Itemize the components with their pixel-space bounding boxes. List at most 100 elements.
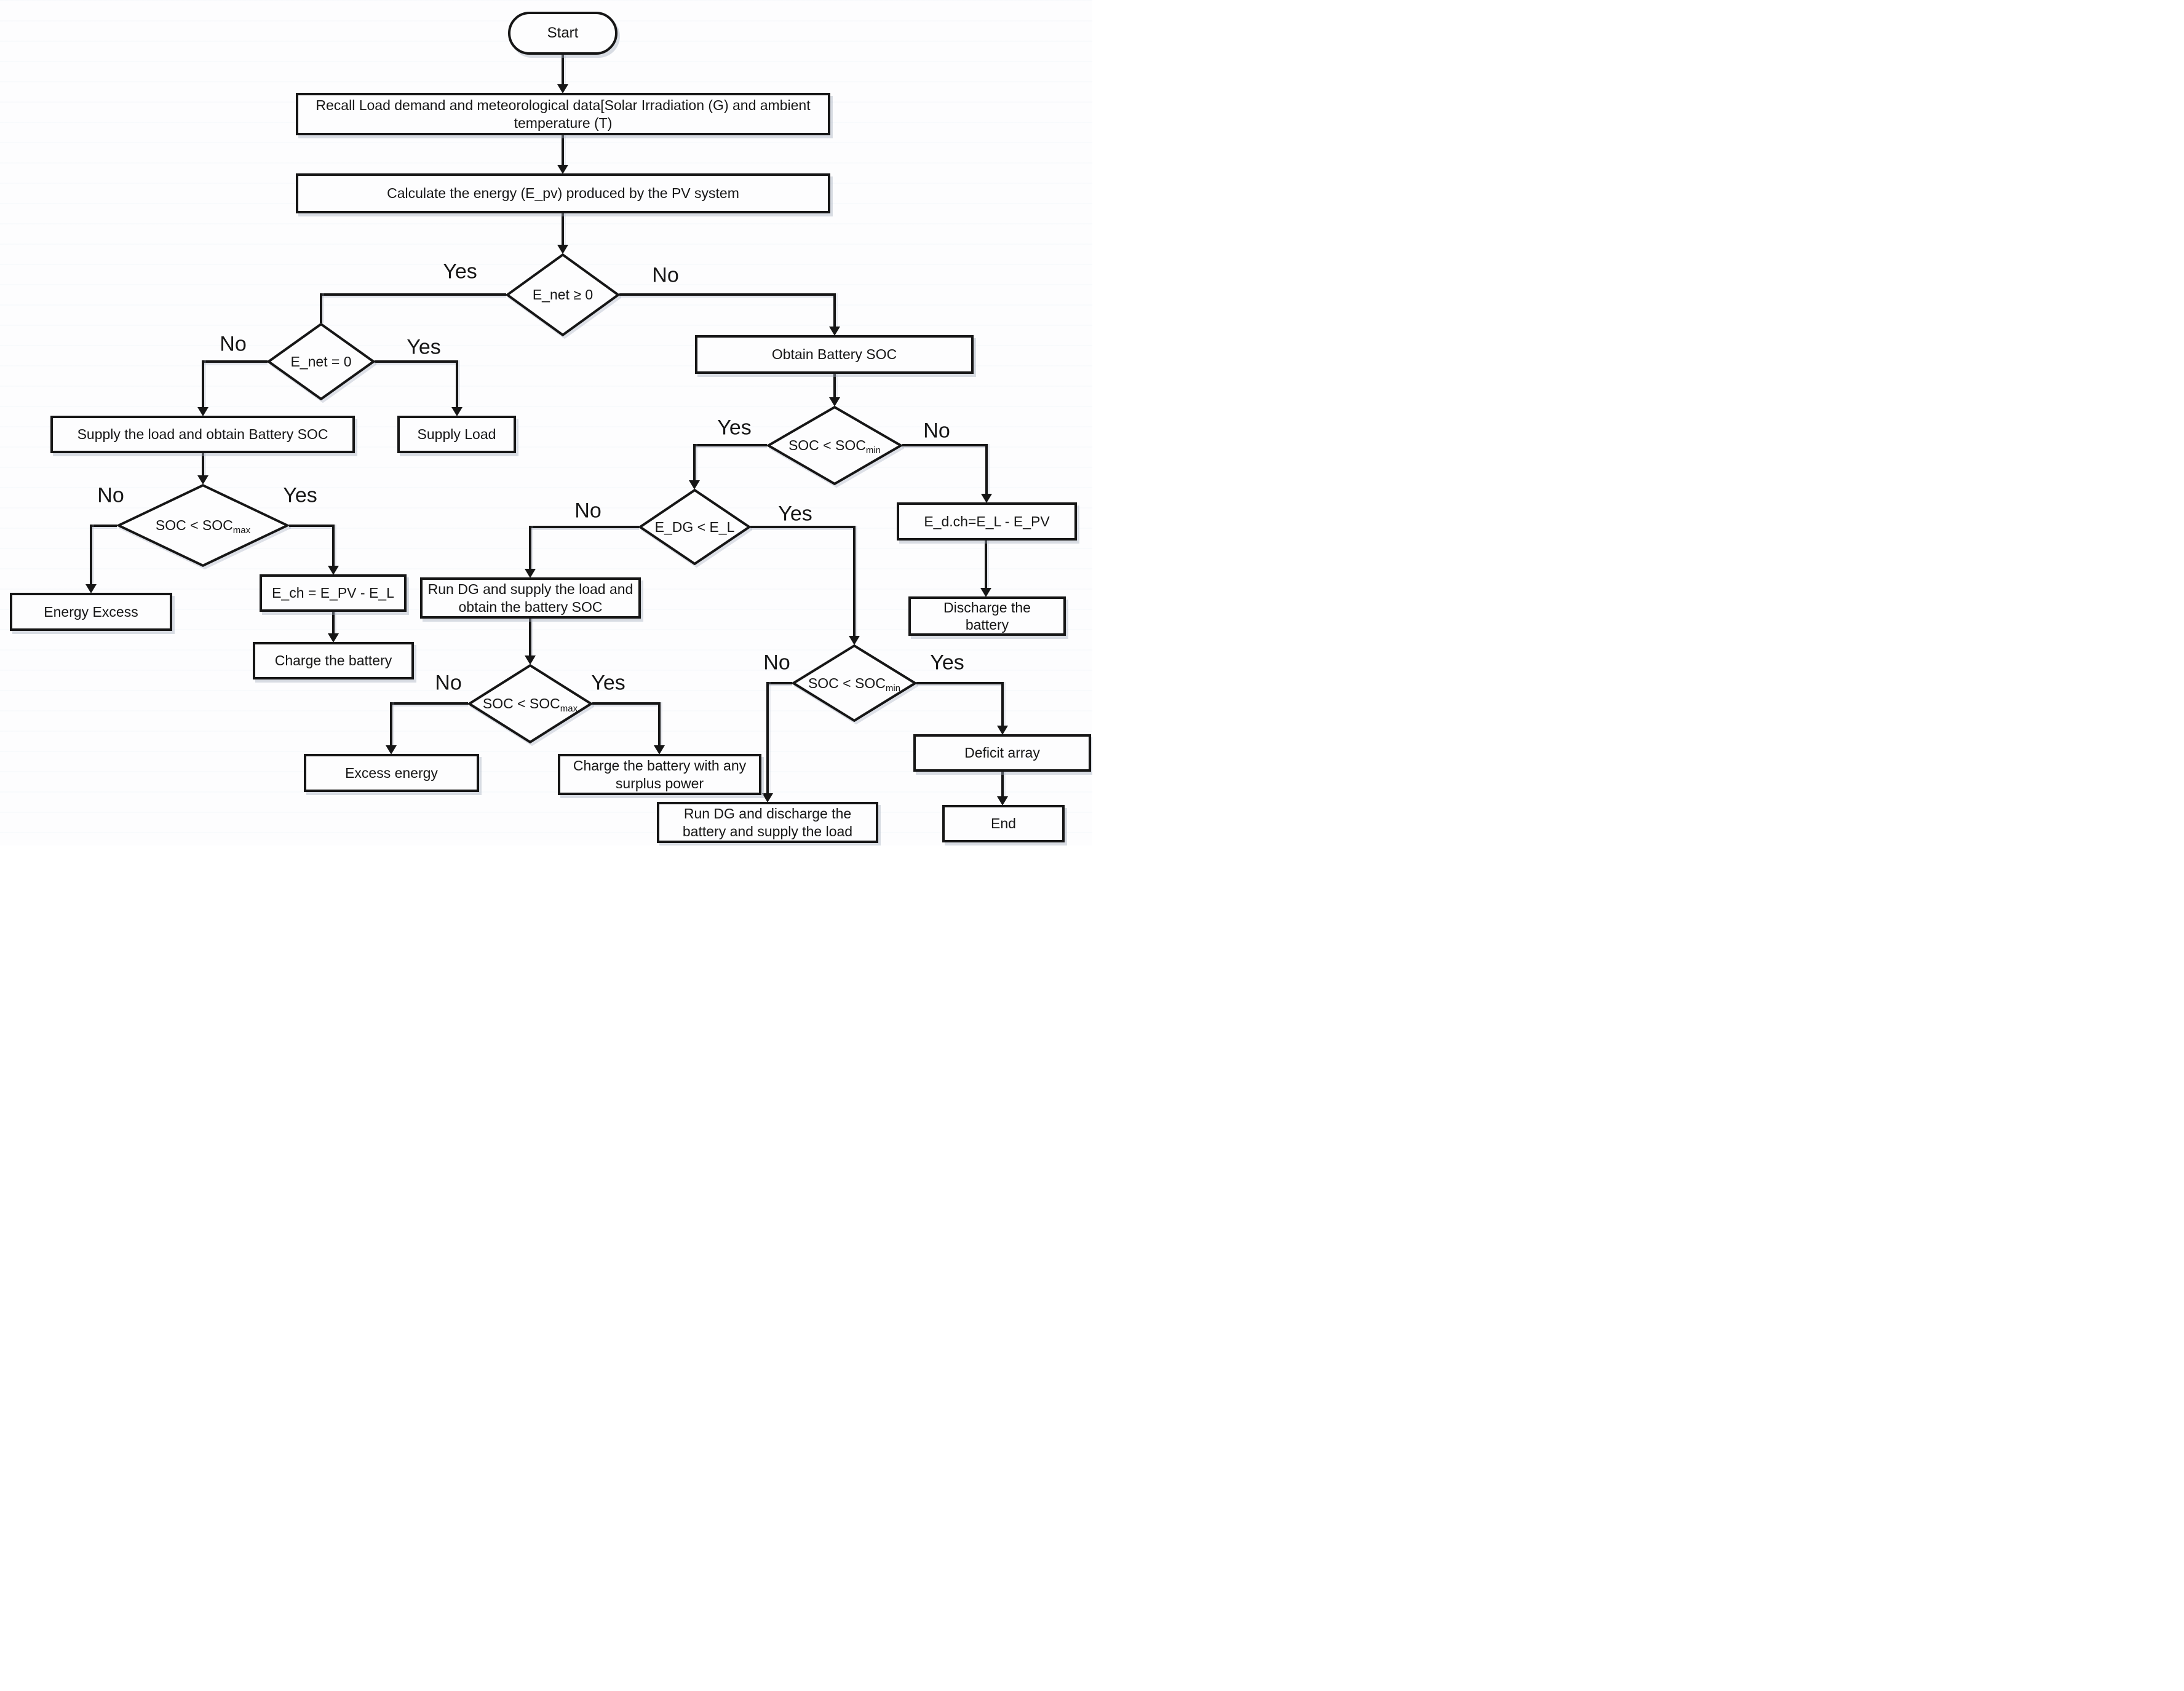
node-label: Charge the battery with any surplus powe… bbox=[573, 758, 747, 791]
process-discharge-battery: Discharge the battery bbox=[908, 596, 1066, 636]
arrowhead-icon bbox=[525, 569, 536, 578]
connector-line bbox=[619, 293, 835, 296]
connector-line bbox=[289, 525, 333, 527]
connector-line bbox=[321, 293, 506, 296]
arrowhead-icon bbox=[980, 588, 991, 597]
terminator-start: Start bbox=[508, 12, 617, 55]
decision-label: SOC < SOCmin bbox=[788, 437, 881, 456]
connector-line bbox=[916, 682, 1003, 684]
connector-line bbox=[90, 525, 92, 584]
arrowhead-icon bbox=[997, 726, 1008, 735]
diamond-shape bbox=[767, 406, 902, 485]
arrowhead-icon bbox=[328, 566, 339, 575]
connector-line bbox=[91, 525, 117, 527]
arrowhead-icon bbox=[197, 407, 208, 416]
node-label: Energy Excess bbox=[44, 603, 138, 620]
connector-line bbox=[693, 444, 696, 480]
process-recall-data: Recall Load demand and meteorological da… bbox=[296, 93, 830, 135]
process-e-dch: E_d.ch=E_L - E_PV bbox=[897, 502, 1077, 541]
decision-label-base: SOC < SOC bbox=[788, 437, 866, 453]
node-label: E_d.ch=E_L - E_PV bbox=[924, 513, 1050, 529]
terminator-end: End bbox=[942, 805, 1065, 842]
decision-label: SOC < SOCmax bbox=[156, 517, 251, 536]
arrowhead-icon bbox=[762, 793, 773, 802]
connector-line bbox=[202, 360, 204, 407]
decision-label: SOC < SOCmax bbox=[483, 695, 578, 714]
connector-line bbox=[1001, 772, 1004, 796]
process-obtain-battery-soc: Obtain Battery SOC bbox=[695, 335, 974, 374]
connector-line bbox=[766, 682, 769, 793]
connector-line bbox=[562, 54, 564, 84]
diamond-shape bbox=[117, 484, 289, 567]
connector-line bbox=[390, 702, 392, 745]
decision-enet-ge0: E_net ≥ 0 bbox=[506, 253, 619, 336]
arrowhead-icon bbox=[557, 165, 568, 174]
arrowhead-icon bbox=[85, 584, 97, 593]
connector-line bbox=[529, 619, 531, 655]
label-socmax1-no: No bbox=[97, 483, 124, 507]
decision-soc-lt-socmin-1: SOC < SOCmin bbox=[767, 406, 902, 485]
connector-line bbox=[833, 374, 836, 397]
connector-line bbox=[985, 444, 988, 494]
node-label: Discharge the battery bbox=[943, 599, 1031, 633]
label-enet-eq0-no: No bbox=[220, 332, 247, 356]
arrowhead-icon bbox=[654, 745, 665, 754]
node-label: E_ch = E_PV - E_L bbox=[272, 585, 394, 601]
connector-line bbox=[902, 444, 987, 446]
connector-line bbox=[985, 541, 987, 588]
process-supply-load: Supply Load bbox=[397, 416, 516, 453]
arrowhead-icon bbox=[829, 397, 840, 406]
node-label: Supply the load and obtain Battery SOC bbox=[77, 426, 328, 443]
connector-line bbox=[332, 612, 335, 633]
arrowhead-icon bbox=[981, 494, 992, 503]
connector-line bbox=[562, 213, 564, 245]
label-socmin1-yes: Yes bbox=[717, 416, 752, 440]
label-socmax1-yes: Yes bbox=[283, 483, 317, 507]
arrowhead-icon bbox=[849, 636, 860, 645]
decision-label-subscript: max bbox=[232, 525, 251, 536]
connector-line bbox=[530, 526, 639, 528]
connector-line bbox=[202, 453, 204, 475]
decision-label-base: SOC < SOC bbox=[808, 675, 886, 691]
connector-line bbox=[320, 293, 322, 323]
node-label: Calculate the energy (E_pv) produced by … bbox=[387, 185, 739, 202]
node-label: Supply Load bbox=[417, 426, 496, 443]
arrowhead-icon bbox=[328, 633, 339, 643]
decision-label-subscript: min bbox=[865, 445, 881, 456]
diamond-shape bbox=[792, 644, 916, 722]
node-label: Charge the battery bbox=[274, 652, 392, 669]
process-deficit-array: Deficit array bbox=[913, 734, 1091, 772]
decision-label: E_DG < E_L bbox=[654, 518, 735, 535]
decision-edg-lt-el: E_DG < E_L bbox=[639, 489, 750, 565]
process-run-dg-supply: Run DG and supply the load and obtain th… bbox=[420, 577, 641, 619]
label-socmax2-yes: Yes bbox=[591, 671, 625, 695]
arrowhead-icon bbox=[386, 745, 397, 754]
connector-line bbox=[694, 444, 767, 446]
arrowhead-icon bbox=[557, 245, 568, 254]
decision-label-subscript: min bbox=[885, 683, 901, 694]
connector-line bbox=[1001, 682, 1004, 726]
label-socmin1-no: No bbox=[923, 419, 950, 443]
process-supply-load-obtain-soc: Supply the load and obtain Battery SOC bbox=[50, 416, 355, 453]
process-excess-energy: Excess energy bbox=[304, 754, 479, 792]
diamond-shape bbox=[268, 323, 375, 400]
decision-label: E_net = 0 bbox=[290, 353, 352, 370]
label-edg-no: No bbox=[574, 499, 602, 523]
connector-line bbox=[750, 526, 854, 528]
process-calculate-energy: Calculate the energy (E_pv) produced by … bbox=[296, 173, 830, 213]
node-label: Run DG and supply the load and obtain th… bbox=[427, 581, 633, 615]
decision-enet-eq0: E_net = 0 bbox=[268, 323, 375, 400]
node-label: Deficit array bbox=[964, 745, 1040, 761]
arrowhead-icon bbox=[451, 407, 463, 416]
process-charge-battery: Charge the battery bbox=[253, 642, 414, 679]
connector-line bbox=[658, 702, 661, 745]
connector-line bbox=[853, 526, 856, 636]
node-label: Excess energy bbox=[345, 764, 438, 781]
arrowhead-icon bbox=[829, 327, 840, 336]
arrowhead-icon bbox=[197, 475, 208, 485]
node-label: Start bbox=[547, 25, 579, 42]
diamond-shape bbox=[506, 253, 619, 336]
label-socmin2-no: No bbox=[763, 651, 790, 675]
process-energy-excess: Energy Excess bbox=[10, 593, 172, 631]
label-enet-eq0-yes: Yes bbox=[407, 335, 441, 359]
